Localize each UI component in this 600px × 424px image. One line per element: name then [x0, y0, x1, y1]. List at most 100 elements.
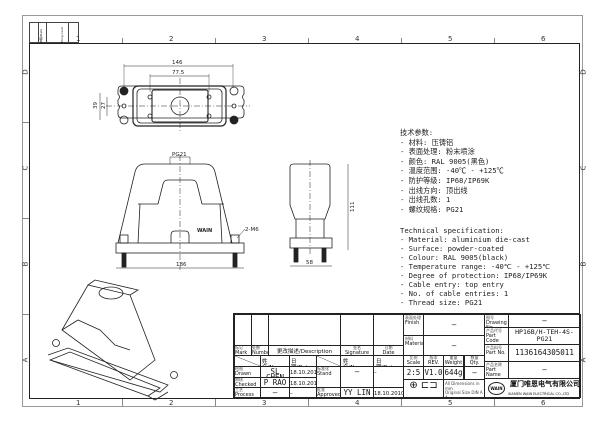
part-name-value: – [508, 361, 581, 379]
part-code-label-cn: 产品代号 [486, 328, 502, 333]
material-value: – [423, 335, 485, 356]
date-header-cn: 日期 [384, 345, 393, 350]
qty-value: – [464, 366, 485, 380]
revision-cell [234, 314, 252, 346]
zone-column-bottom-3: 3 [262, 399, 267, 407]
mark-header-cn: 标记 [235, 345, 243, 350]
drawn-label-cn: 绘图 [235, 366, 243, 371]
weight-header-en: Weight [444, 359, 463, 366]
part-name-label-cn: 产品名称 [486, 362, 502, 367]
spec-item: - Thread size: PG21 [400, 298, 483, 307]
part-code-value: HP16B/H-TEH-4S-PG21 [508, 327, 581, 345]
zone-column-4: 4 [355, 35, 360, 43]
spec-item: - Cable entry: top entry [400, 280, 504, 289]
process-label-cn: 工艺 [235, 387, 243, 392]
material-label-en: Material [405, 340, 424, 347]
zone-tick [215, 38, 216, 43]
approved-label-en: Approved [317, 391, 341, 398]
zone-tick [122, 399, 123, 406]
checked-label-en: Checked [235, 381, 257, 388]
number-header-cn: 处数 [252, 345, 260, 350]
zone-tick [215, 399, 216, 406]
isometric-view [47, 279, 178, 401]
dim-39: 39 [93, 102, 99, 109]
approved-name: YY LIN [340, 387, 374, 399]
weight-header-cn: 重量 [449, 355, 458, 360]
drawing-no-label-cn: 图号 [486, 315, 494, 320]
company-name-cn: 厦门唯恩电气有限公司 [510, 380, 580, 388]
company-logo: WAIN [488, 382, 505, 395]
qty-header-cn: 数量 [470, 355, 479, 360]
finish-value: – [423, 314, 485, 336]
rev-header-cn: 版本 [429, 355, 438, 360]
zone-tick [122, 38, 123, 43]
stand-name: – [340, 366, 374, 388]
finish-label-en: Finish [405, 319, 420, 326]
stand-date: – [373, 366, 404, 388]
spec-item: - Temperature range: -40℃ - +125℃ [400, 262, 551, 271]
spec-item: - 颜色: RAL 9005(黑色) [400, 156, 490, 166]
dimension-labels: 146 77.5 39 27 PG21 2-M6 186 WAIN 111 58 [93, 60, 356, 268]
dim-186: 186 [176, 262, 187, 268]
date-header-en: Date [382, 349, 395, 356]
specs-en-list: - Material: aluminium die-cast- Surface:… [400, 235, 550, 307]
revision-cell [268, 314, 341, 346]
zone-tick [22, 218, 29, 219]
zone-column-bottom-2: 2 [169, 399, 174, 407]
drawing-no-value: – [508, 314, 581, 328]
dim-27: 27 [101, 102, 107, 109]
scale-header-cn: 比例 [409, 355, 418, 360]
zone-column-3: 3 [262, 35, 267, 43]
brand-mark: WAIN [197, 228, 212, 234]
part-code-label-en: Part Code [486, 332, 499, 344]
filing-strip: 日期/Date Filing Card [29, 22, 79, 43]
drawn-label-en: Drawn [235, 370, 252, 377]
screw-label: 2-M6 [245, 227, 259, 233]
zone-column-1: 1 [76, 35, 81, 43]
thread-label: PG21 [172, 152, 187, 158]
spec-item: - Material: aluminium die-cast [400, 235, 530, 244]
scale-value: 2:5 [403, 366, 424, 380]
process-name: – [260, 387, 290, 399]
zone-tick [308, 38, 309, 43]
revision-cell [340, 314, 374, 346]
zone-tick [494, 38, 495, 43]
spec-item: - Colour: RAL 9005(black) [400, 253, 509, 262]
dim-77-5: 77.5 [172, 70, 185, 76]
part-name-label-en: Part Name [486, 366, 501, 378]
number-header-en: Number [252, 349, 268, 356]
material-label-cn: 材料 [405, 336, 413, 341]
specs-cn-list: - 材料: 压铸铝- 表面处理: 粉末喷涂- 颜色: RAL 9005(黑色)-… [400, 138, 504, 215]
rev-value: V1.0 [423, 366, 444, 380]
zone-column-2: 2 [169, 35, 174, 43]
part-no-label-cn: 产品料号 [486, 345, 502, 350]
spec-item: - 出线孔数: 1 [400, 195, 451, 205]
process-date: – [289, 387, 317, 399]
zone-column-bottom-6: 6 [541, 399, 546, 407]
spec-item: - 出线方向: 顶出线 [400, 185, 468, 195]
zone-tick [308, 399, 309, 406]
mark-header-en: Mark [235, 349, 248, 356]
stand-label-en: Stand [317, 370, 332, 377]
approved-date: 18.10.2010 [373, 387, 404, 399]
spec-item: - 螺纹规格: PG21 [400, 204, 464, 214]
zone-tick [494, 399, 495, 406]
weight-value: 644g [443, 366, 464, 380]
dim-146: 146 [172, 60, 183, 66]
stand-label-cn: 标准化 [317, 366, 329, 371]
revision-cell [373, 314, 404, 346]
spec-item: - 材料: 压铸铝 [400, 137, 454, 147]
specs-english: Technical specification:- Material: alum… [400, 226, 550, 307]
part-no-value: 1136164305011 [508, 344, 581, 362]
company-name-en: XIAMEN WAIN ELECTRICAL CO.,LTD [508, 392, 570, 396]
process-label-en: Process [235, 391, 254, 398]
